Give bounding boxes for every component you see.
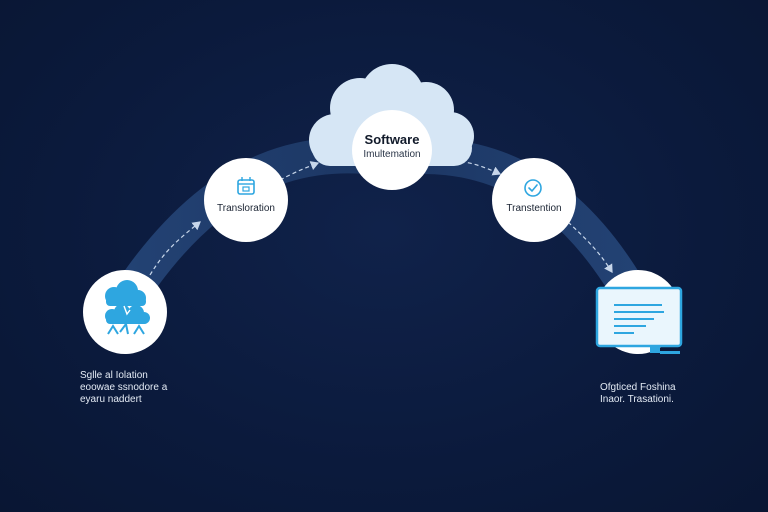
node-right[interactable] — [492, 158, 576, 242]
cloud-icon — [309, 64, 474, 166]
node-center[interactable] — [352, 110, 432, 190]
right-node-label: Transtention — [506, 203, 562, 214]
connector-right-to-end — [567, 221, 613, 274]
end-caption: Ofgticed Foshina Inaor. Trasationi. — [600, 382, 676, 406]
check-circle-icon — [524, 179, 542, 197]
center-node-subtitle: Imultemation — [363, 149, 421, 160]
calendar-icon — [237, 177, 255, 195]
node-left[interactable] — [204, 158, 288, 242]
connector-left-to-center — [279, 161, 320, 181]
start-caption-line: eyaru naddert — [80, 394, 142, 405]
monitor-document-icon — [595, 286, 683, 354]
start-caption: Sglle al Iolation eoowae ssnodore a eyar… — [80, 370, 167, 406]
end-caption-line: Ofgticed Foshina — [600, 382, 676, 393]
end-caption-line: Inaor. Trasationi. — [600, 394, 674, 405]
cloud-network-icon — [105, 280, 150, 335]
start-caption-line: Sglle al Iolation — [80, 370, 148, 381]
left-node-label: Transloration — [217, 203, 275, 214]
connector-center-to-right — [439, 159, 502, 176]
center-node-title: Software — [364, 132, 420, 147]
connector-start-to-left — [149, 221, 201, 276]
start-caption-line: eoowae ssnodore a — [80, 382, 168, 393]
